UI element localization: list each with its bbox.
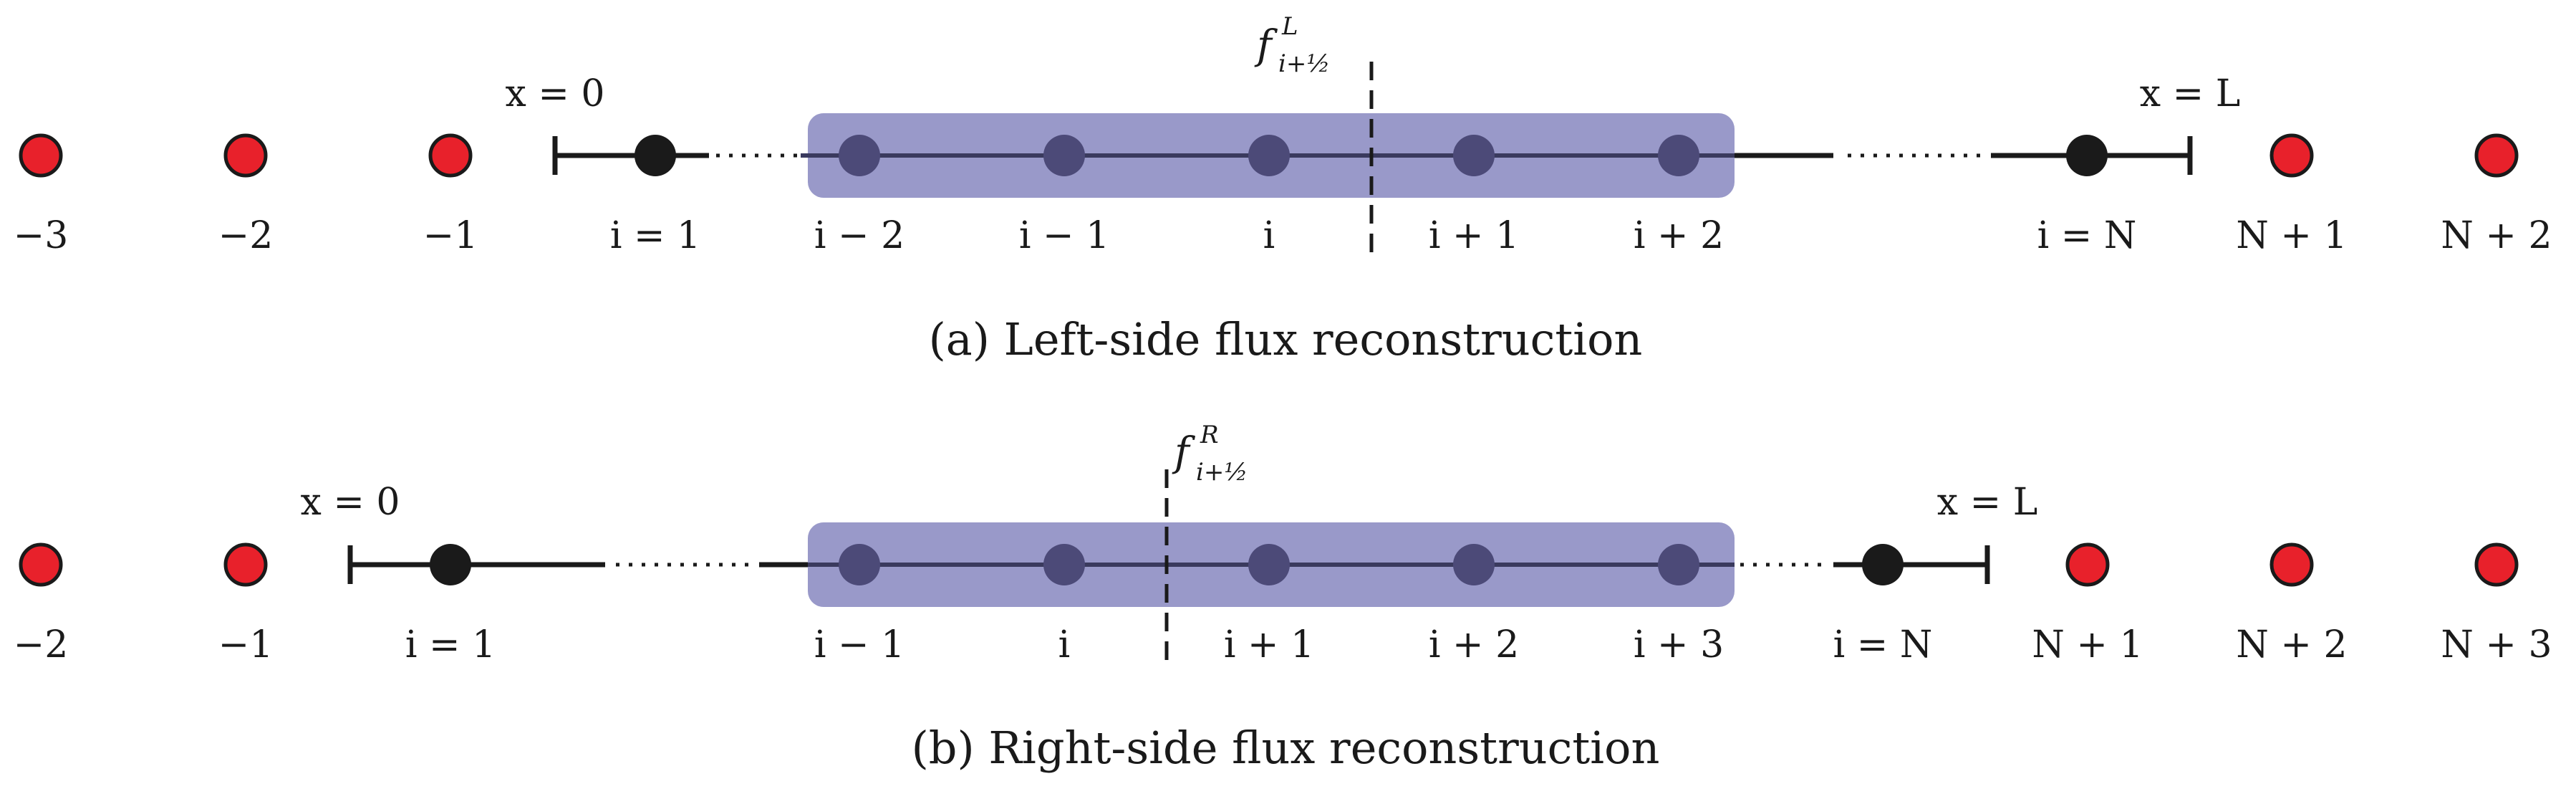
cell-label: i + 2 [1634, 214, 1724, 257]
stencil-cell [839, 135, 880, 176]
flux-label-superscript: R [1200, 421, 1219, 449]
cell-label: i + 3 [1634, 623, 1724, 666]
panel-a: f L i+½ x = 0 x = L −3 −2 −1 i = 1 i − 2… [14, 12, 2552, 365]
cell-label: N + 1 [2236, 214, 2347, 257]
cell-label: i − 2 [814, 214, 905, 257]
cell-label: i + 2 [1429, 623, 1519, 666]
interior-cell [1862, 544, 1904, 585]
cell-label: i + 1 [1429, 214, 1519, 257]
ghost-cell [2065, 542, 2110, 587]
flux-label: f [1254, 22, 1278, 69]
cell-label: −3 [14, 214, 69, 257]
cell-label: −1 [218, 623, 274, 666]
flux-label: f [1172, 429, 1196, 476]
cell-label: i − 1 [1019, 214, 1109, 257]
boundary-label-right: x = L [1937, 481, 2038, 524]
ghost-cell [223, 542, 268, 587]
stencil-cell [839, 544, 880, 585]
panel-caption: (a) Left-side flux reconstruction [929, 313, 1643, 365]
flux-label-superscript: L [1281, 12, 1298, 41]
cell-label: i [1058, 623, 1071, 666]
stencil-cell [1043, 135, 1085, 176]
flux-label-subscript: i+½ [1196, 458, 1248, 487]
boundary-label-left: x = 0 [300, 481, 400, 524]
flux-label-subscript: i+½ [1278, 49, 1330, 78]
cell-label: i − 1 [814, 623, 905, 666]
cell-label: i + 1 [1224, 623, 1314, 666]
cell-label: i = 1 [405, 623, 496, 666]
ghost-cell [19, 133, 63, 178]
cell-label: i = 1 [610, 214, 700, 257]
interior-cell [2066, 135, 2108, 176]
cell-label: N + 2 [2441, 214, 2552, 257]
cell-label: i [1263, 214, 1275, 257]
panel-caption: (b) Right-side flux reconstruction [912, 722, 1660, 774]
ghost-cell [19, 542, 63, 587]
cell-label: −2 [14, 623, 69, 666]
ghost-cell [2474, 133, 2519, 178]
stencil-cell [1658, 135, 1699, 176]
stencil-cell [1453, 135, 1495, 176]
ghost-cell [223, 133, 268, 178]
ghost-cell [2269, 133, 2314, 178]
ghost-cell [2269, 542, 2314, 587]
ghost-cell [428, 133, 473, 178]
panel-b: f R i+½ x = 0 x = L −2 −1 i = 1 i − 1 i … [14, 421, 2552, 774]
interior-cell [430, 544, 471, 585]
stencil-cell [1248, 544, 1290, 585]
stencil-cell [1453, 544, 1495, 585]
ghost-cell [2474, 542, 2519, 587]
stencil-cell [1043, 544, 1085, 585]
cell-label: −1 [423, 214, 478, 257]
boundary-label-right: x = L [2140, 72, 2241, 115]
boundary-label-left: x = 0 [505, 72, 604, 115]
cell-label: N + 1 [2032, 623, 2143, 666]
stencil-cell [1248, 135, 1290, 176]
interior-cell [635, 135, 676, 176]
stencil-cell [1658, 544, 1699, 585]
cell-label: N + 3 [2441, 623, 2552, 666]
cell-label: −2 [218, 214, 274, 257]
cell-label: N + 2 [2236, 623, 2347, 666]
cell-label: i = N [2037, 214, 2137, 257]
cell-label: i = N [1833, 623, 1933, 666]
